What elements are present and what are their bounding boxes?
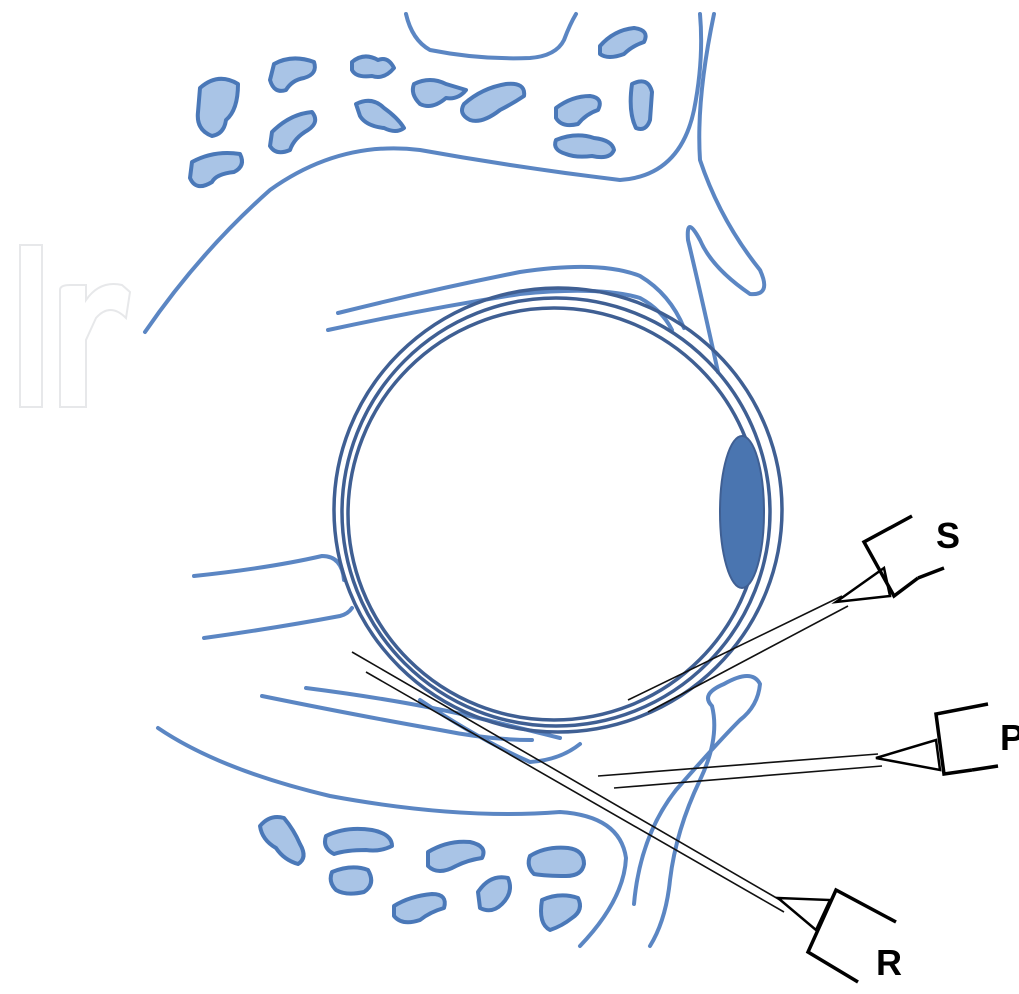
upper-sinus-outline: [406, 14, 576, 58]
globe-inner-layer: [348, 308, 760, 720]
bone-fragment: [270, 58, 315, 90]
needle-r-hub: [778, 898, 830, 930]
needle-p-hub: [876, 740, 940, 770]
needle-r: R: [352, 652, 902, 983]
optic-nerve-upper: [194, 556, 344, 580]
bone-fragment: [260, 817, 304, 864]
bone-fragment: [462, 84, 524, 121]
watermark: [20, 245, 130, 407]
needle-s-barrel: [864, 516, 918, 596]
bone-fragment: [352, 56, 394, 77]
needle-p: P: [598, 704, 1019, 788]
bone-fragment: [556, 96, 600, 125]
needle-s: S: [628, 515, 960, 712]
needle-s-shaft-2: [648, 606, 848, 712]
bone-fragment: [631, 81, 652, 129]
needle-p-label: P: [1000, 717, 1019, 758]
needle-r-label: R: [876, 942, 902, 983]
watermark-letter-i: [20, 245, 42, 407]
upper-bone-fragments: [190, 28, 652, 186]
lower-eyelid-fold: [634, 676, 760, 946]
needle-s-plunger: [918, 568, 944, 578]
needle-p-shaft-1: [598, 754, 878, 776]
bone-fragment: [413, 80, 466, 106]
bone-fragment: [270, 112, 315, 152]
bone-fragment: [331, 867, 372, 893]
bone-fragment: [529, 848, 584, 876]
lower-bone-fragments: [260, 817, 584, 930]
bone-fragment: [325, 829, 392, 854]
needle-p-barrel: [936, 704, 988, 774]
needle-p-plunger: [972, 766, 998, 770]
bone-fragment: [428, 842, 484, 871]
bone-fragment: [356, 101, 404, 131]
needle-s-label: S: [936, 515, 960, 556]
bone-fragment: [478, 877, 510, 910]
bone-fragment: [198, 79, 238, 136]
watermark-letter-n: [60, 284, 130, 407]
bone-fragment: [600, 28, 646, 57]
bone-fragment: [394, 894, 445, 922]
bone-fragment: [541, 895, 580, 930]
needle-p-shaft-2: [614, 766, 882, 788]
bone-fragment: [555, 135, 614, 157]
cornea-lens: [720, 436, 764, 588]
optic-nerve-lower: [204, 608, 352, 638]
bone-fragment: [190, 153, 242, 186]
